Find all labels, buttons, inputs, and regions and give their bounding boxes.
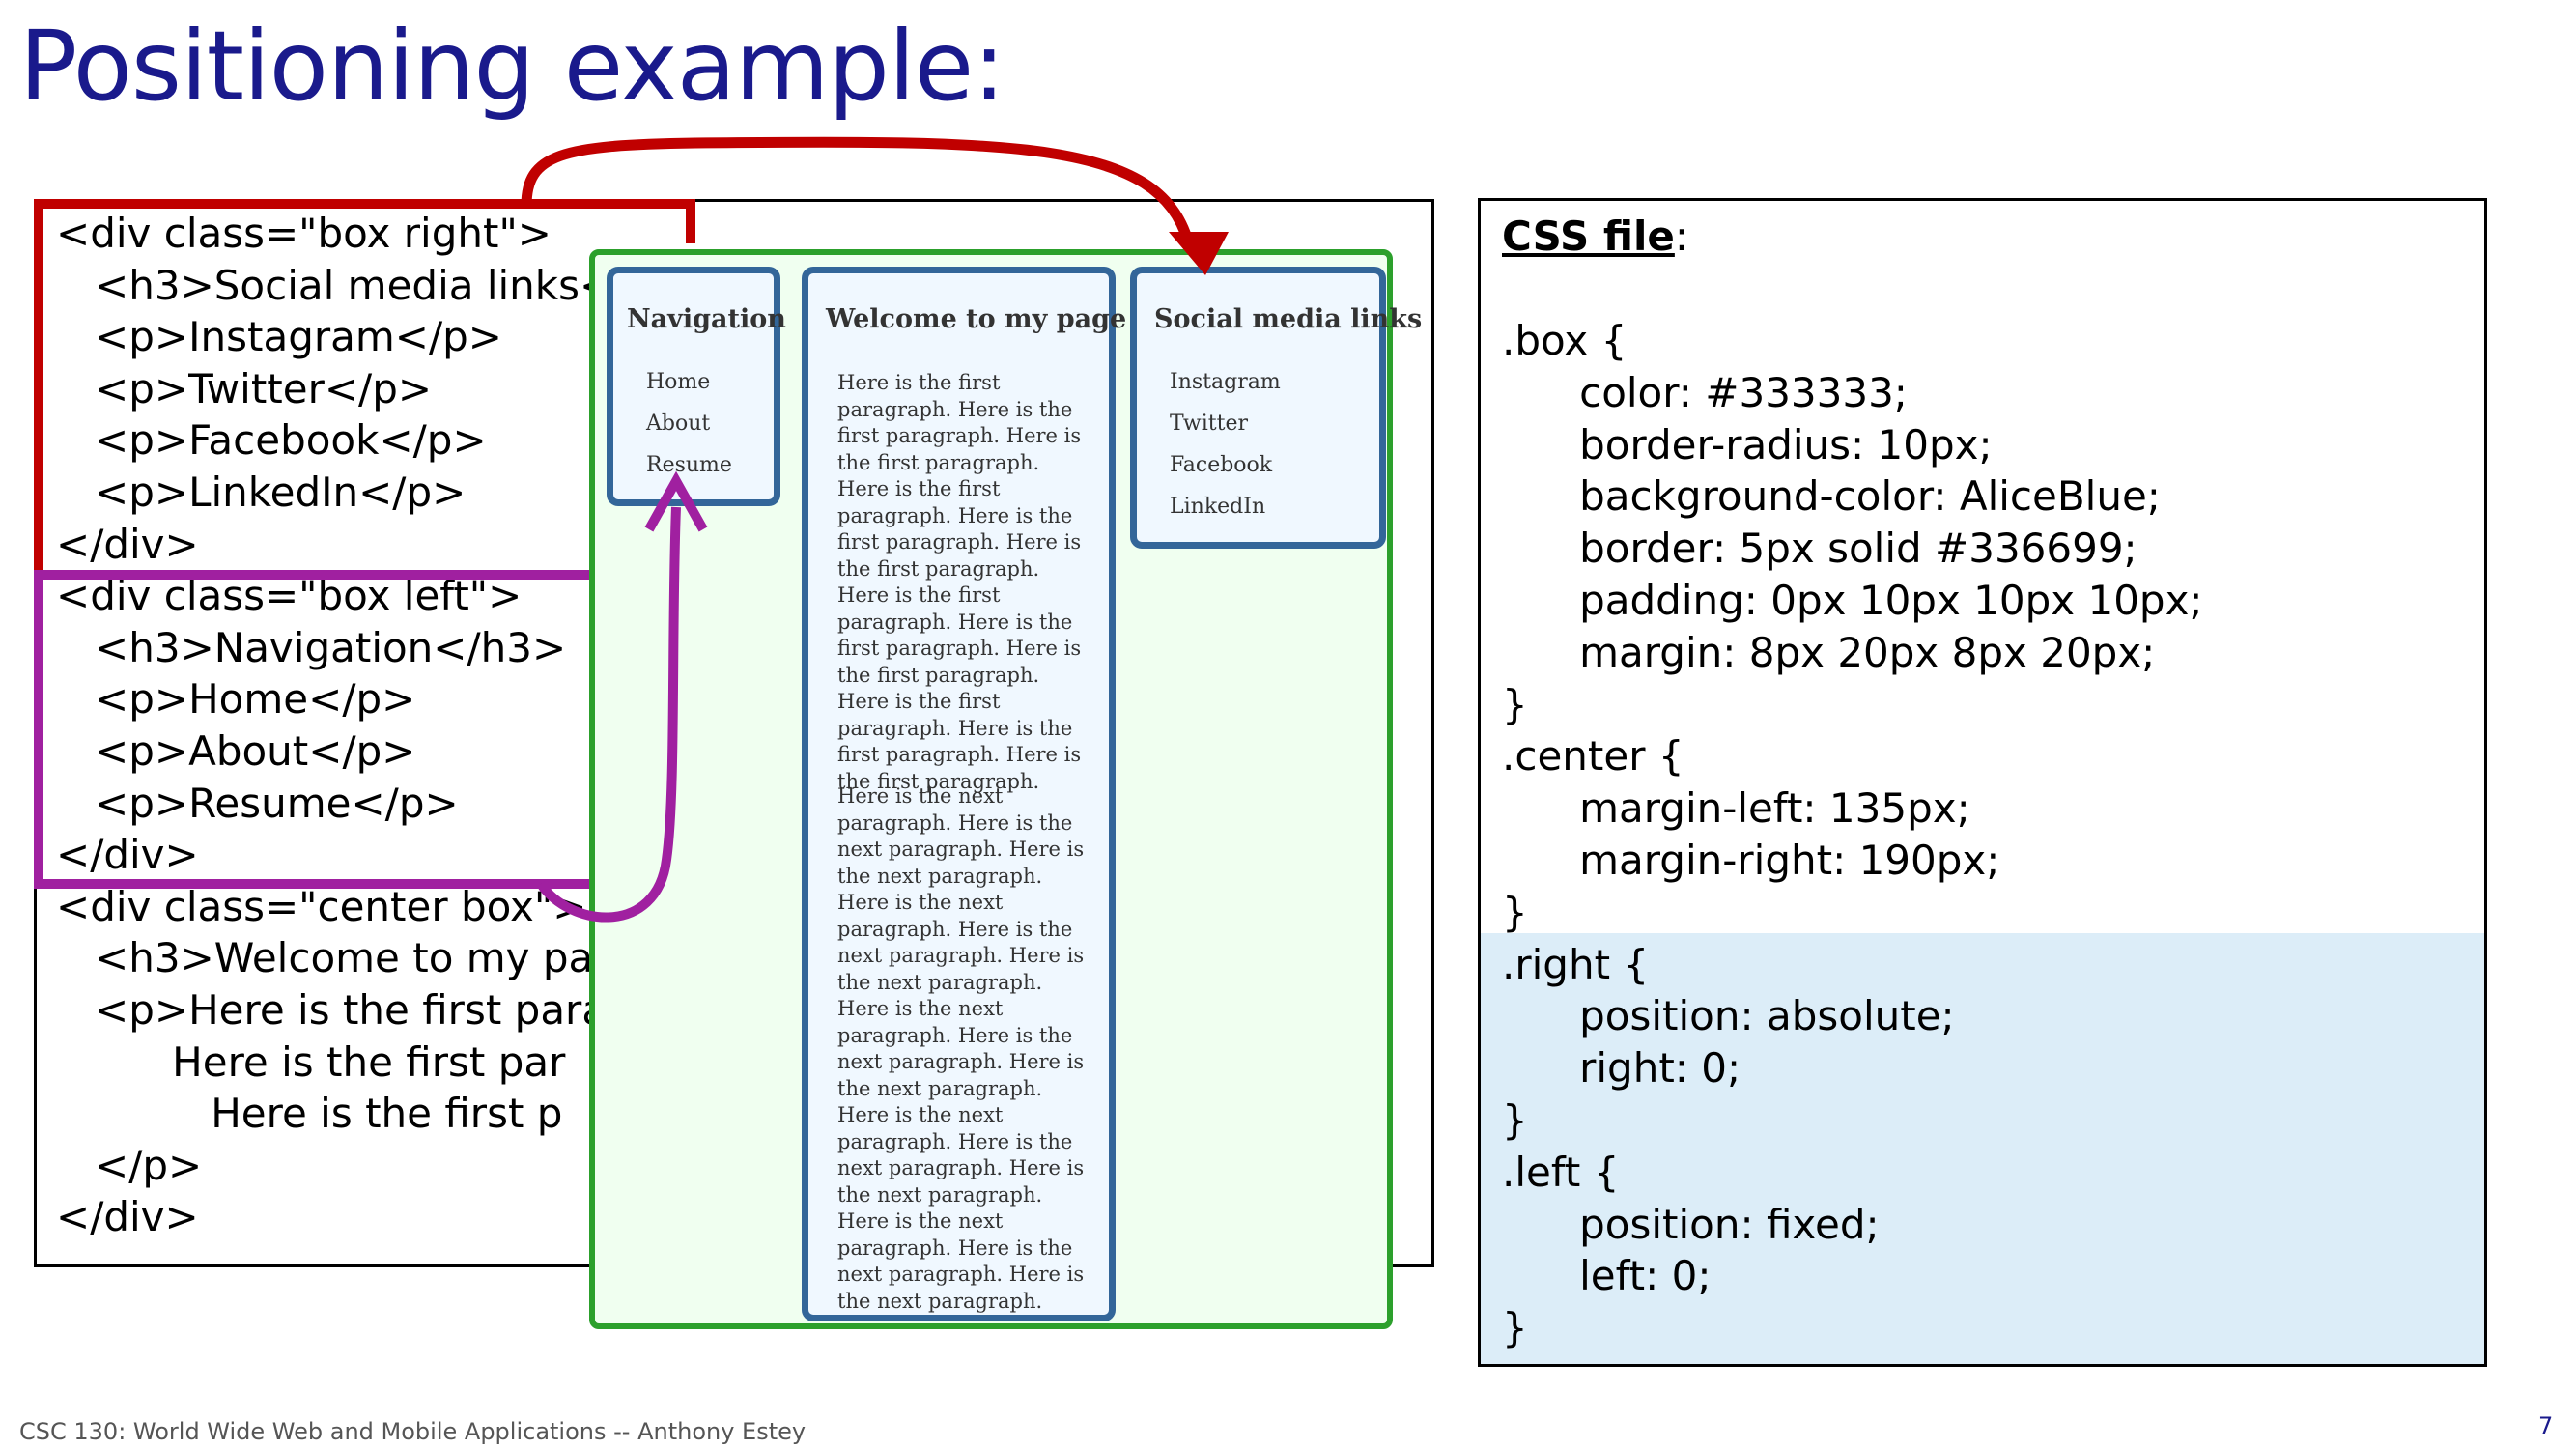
red-arrow-path bbox=[521, 136, 1194, 243]
css-code-line: .center { bbox=[1502, 732, 1684, 781]
html-code-line: <div class="box left"> bbox=[56, 572, 523, 620]
html-code-line: <p>Twitter</p> bbox=[56, 364, 433, 412]
css-code-line: color: #333333; bbox=[1502, 368, 1908, 416]
css-code-line: border: 5px solid #336699; bbox=[1502, 525, 2137, 573]
right-box-code-outline-tab bbox=[676, 199, 695, 243]
html-code-line: <p>Home</p> bbox=[56, 675, 416, 724]
html-code-line: <div class="box right"> bbox=[56, 210, 552, 257]
html-code-line: <h3>Navigation</h3> bbox=[56, 623, 567, 671]
slide-footer: CSC 130: World Wide Web and Mobile Appli… bbox=[19, 1418, 807, 1445]
html-code-line: <p>Here is the first parag bbox=[56, 986, 633, 1034]
center-paragraph-1: Here is the first paragraph. Here is the… bbox=[837, 371, 1082, 793]
html-code-line: <p>Resume</p> bbox=[56, 779, 459, 827]
html-code-line: </div> bbox=[56, 1193, 199, 1241]
social-heading: Social media links bbox=[1154, 304, 1423, 334]
css-code-line: border-radius: 10px; bbox=[1502, 420, 1993, 469]
html-code-line: </div> bbox=[56, 831, 199, 879]
css-code-line: .left { bbox=[1502, 1148, 1620, 1196]
css-code-line: margin: 8px 20px 8px 20px; bbox=[1502, 628, 2156, 676]
css-code-line: } bbox=[1502, 888, 1528, 936]
center-paragraph-2: Here is the next paragraph. Here is the … bbox=[837, 784, 1085, 1313]
social-item-linkedin[interactable]: LinkedIn bbox=[1170, 495, 1266, 519]
html-code-line: </p> bbox=[56, 1141, 203, 1189]
navigation-heading: Navigation bbox=[627, 304, 786, 334]
css-code-line: margin-left: 135px; bbox=[1502, 784, 1970, 833]
social-box: Social media links Instagram Twitter Fac… bbox=[1130, 267, 1422, 549]
css-code-line: margin-right: 190px; bbox=[1502, 837, 2000, 884]
left-box-code-outline bbox=[34, 570, 594, 889]
red-arrow-head bbox=[1169, 232, 1229, 275]
purple-arrow-head bbox=[644, 470, 708, 532]
page-number: 7 bbox=[2538, 1412, 2554, 1439]
css-code-line: background-color: AliceBlue; bbox=[1502, 472, 2161, 521]
navigation-box: Navigation Home About Resume bbox=[607, 267, 786, 506]
css-code-line: position: absolute; bbox=[1502, 992, 1955, 1040]
html-code-line: Here is the first p bbox=[56, 1090, 563, 1138]
css-code-line: position: fixed; bbox=[1502, 1200, 1880, 1248]
css-code-line: padding: 0px 10px 10px 10px; bbox=[1502, 577, 2203, 624]
nav-item-home[interactable]: Home bbox=[646, 370, 711, 394]
css-code-line: .box { bbox=[1502, 317, 1628, 364]
html-code-line: Here is the first par bbox=[56, 1037, 566, 1086]
purple-arrow-path bbox=[536, 506, 681, 923]
css-code-line: } bbox=[1502, 1096, 1528, 1144]
html-code-line: <p>Instagram</p> bbox=[56, 313, 502, 361]
html-code-line: <p>About</p> bbox=[56, 727, 416, 775]
social-item-instagram[interactable]: Instagram bbox=[1170, 370, 1281, 394]
css-file-heading: CSS file: bbox=[1502, 213, 1689, 260]
center-heading: Welcome to my page bbox=[826, 304, 1127, 334]
social-item-twitter[interactable]: Twitter bbox=[1170, 412, 1248, 436]
css-code-line: .right { bbox=[1502, 940, 1650, 988]
right-box-code-outline bbox=[34, 199, 695, 578]
center-box: Welcome to my page Here is the first par… bbox=[802, 267, 1126, 1321]
social-item-facebook[interactable]: Facebook bbox=[1170, 453, 1273, 477]
html-code-line: </div> bbox=[56, 520, 199, 568]
html-code-line: <div class="center box"> bbox=[56, 882, 587, 930]
nav-item-about[interactable]: About bbox=[646, 412, 711, 436]
browser-preview: Navigation Home About Resume Welcome to … bbox=[589, 249, 1422, 1329]
css-code-line: right: 0; bbox=[1502, 1044, 1741, 1093]
css-code-line: left: 0; bbox=[1502, 1252, 1712, 1300]
css-code-panel: CSS file: .box { color: #333333; border-… bbox=[1478, 198, 2487, 1367]
nav-item-resume[interactable]: Resume bbox=[646, 453, 732, 477]
css-position-highlight bbox=[1481, 933, 2484, 1364]
html-code-line: <p>Facebook</p> bbox=[56, 416, 487, 465]
css-code-line: } bbox=[1502, 680, 1528, 728]
slide-title: Positioning example: bbox=[19, 10, 1005, 123]
html-code-line: <p>LinkedIn</p> bbox=[56, 469, 467, 516]
css-code-line: } bbox=[1502, 1304, 1528, 1352]
